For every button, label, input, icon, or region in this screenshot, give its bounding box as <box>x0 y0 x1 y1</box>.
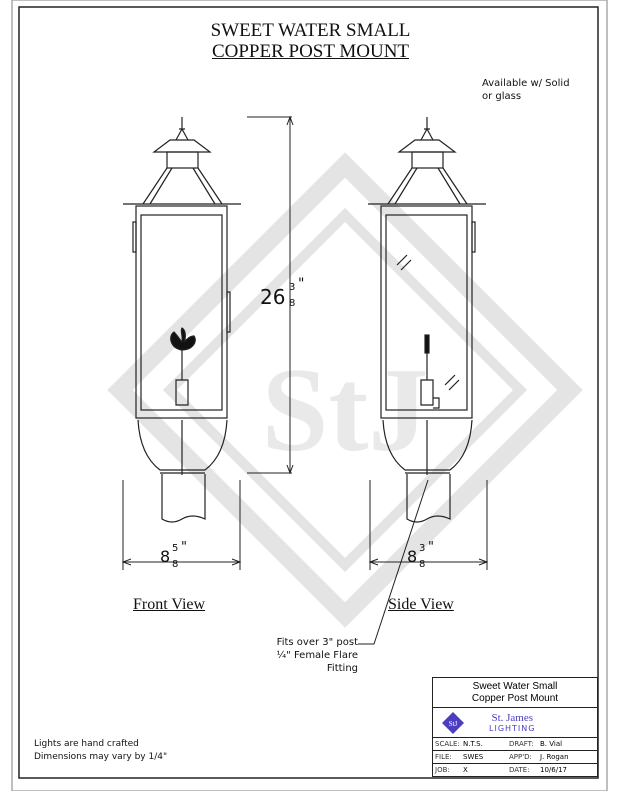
field-value: B. Vial <box>540 740 563 748</box>
logo-text: StJ <box>449 720 458 728</box>
callout-leader <box>358 479 429 645</box>
side-width-den: 8 <box>419 559 425 570</box>
title-line-2-wrap: COPPER POST MOUNT <box>0 41 621 62</box>
title-line-1: SWEET WATER SMALL <box>210 20 411 41</box>
availability-line-1: Available w/ Solid <box>482 78 570 89</box>
side-view-label: Side View <box>388 596 454 613</box>
side-width-dimension <box>368 480 489 570</box>
front-view-lantern <box>123 117 241 523</box>
front-width-unit: " <box>181 540 187 555</box>
field-label: DRAFT: <box>509 740 534 748</box>
callout-line-2: ¼" Female Flare <box>276 650 358 661</box>
footer-note-1: Lights are hand crafted <box>34 739 139 749</box>
field-label: JOB: <box>435 766 450 774</box>
inner-frame <box>18 6 599 779</box>
side-width-unit: " <box>428 540 434 555</box>
callout-line-1: Fits over 3" post <box>276 637 358 648</box>
side-width-whole: 8 <box>407 547 417 566</box>
availability-note: Available w/ Solid or glass <box>482 77 570 103</box>
front-width-whole: 8 <box>160 547 170 566</box>
height-dimension <box>247 115 294 475</box>
side-view-lantern <box>368 117 486 523</box>
field-row: JOB: X DATE: 10/6/17 <box>433 764 597 776</box>
field-row: FILE: SWES APP'D: J. Rogan <box>433 751 597 764</box>
field-label: DATE: <box>509 766 530 774</box>
field-value: N.T.S. <box>463 740 483 748</box>
field-value: J. Rogan <box>540 753 569 761</box>
title-block-name-1: Sweet Water Small <box>472 680 558 692</box>
height-num: 3 <box>289 282 295 293</box>
company-subtitle: LIGHTING <box>489 724 536 733</box>
footer-notes: Lights are hand crafted Dimensions may v… <box>34 738 167 764</box>
title-block: Sweet Water Small Copper Post Mount StJ … <box>432 677 598 777</box>
front-width-den: 8 <box>172 559 178 570</box>
height-whole: 26 <box>260 285 285 309</box>
height-den: 8 <box>289 298 295 309</box>
company-name: St. James <box>491 712 534 724</box>
field-value: SWES <box>463 753 484 761</box>
field-label: FILE: <box>435 753 452 761</box>
front-view-label: Front View <box>133 596 206 613</box>
title-block-company: StJ St. James LIGHTING <box>433 708 597 738</box>
field-label: SCALE: <box>435 740 460 748</box>
side-width-num: 3 <box>419 543 425 554</box>
availability-line-2: or glass <box>482 91 522 102</box>
st-james-logo: StJ <box>442 711 464 734</box>
outer-frame <box>11 0 608 791</box>
title-block-name: Sweet Water Small Copper Post Mount <box>433 678 597 708</box>
title-line-2: COPPER POST MOUNT <box>211 41 410 62</box>
callout-line-3: Fitting <box>326 663 358 674</box>
front-width-dimension <box>121 480 242 570</box>
field-value: 10/6/17 <box>540 766 567 774</box>
field-value: X <box>463 766 468 774</box>
footer-note-2: Dimensions may vary by 1/4" <box>34 752 168 762</box>
field-label: APP'D: <box>509 753 532 761</box>
post-callout: Fits over 3" post ¼" Female Flare Fittin… <box>236 636 358 675</box>
field-row: SCALE:N.T.S. DRAFT: B. Vial <box>433 738 597 751</box>
title-block-name-2: Copper Post Mount <box>471 692 559 704</box>
height-unit: " <box>298 276 304 292</box>
front-width-num: 5 <box>172 543 178 554</box>
